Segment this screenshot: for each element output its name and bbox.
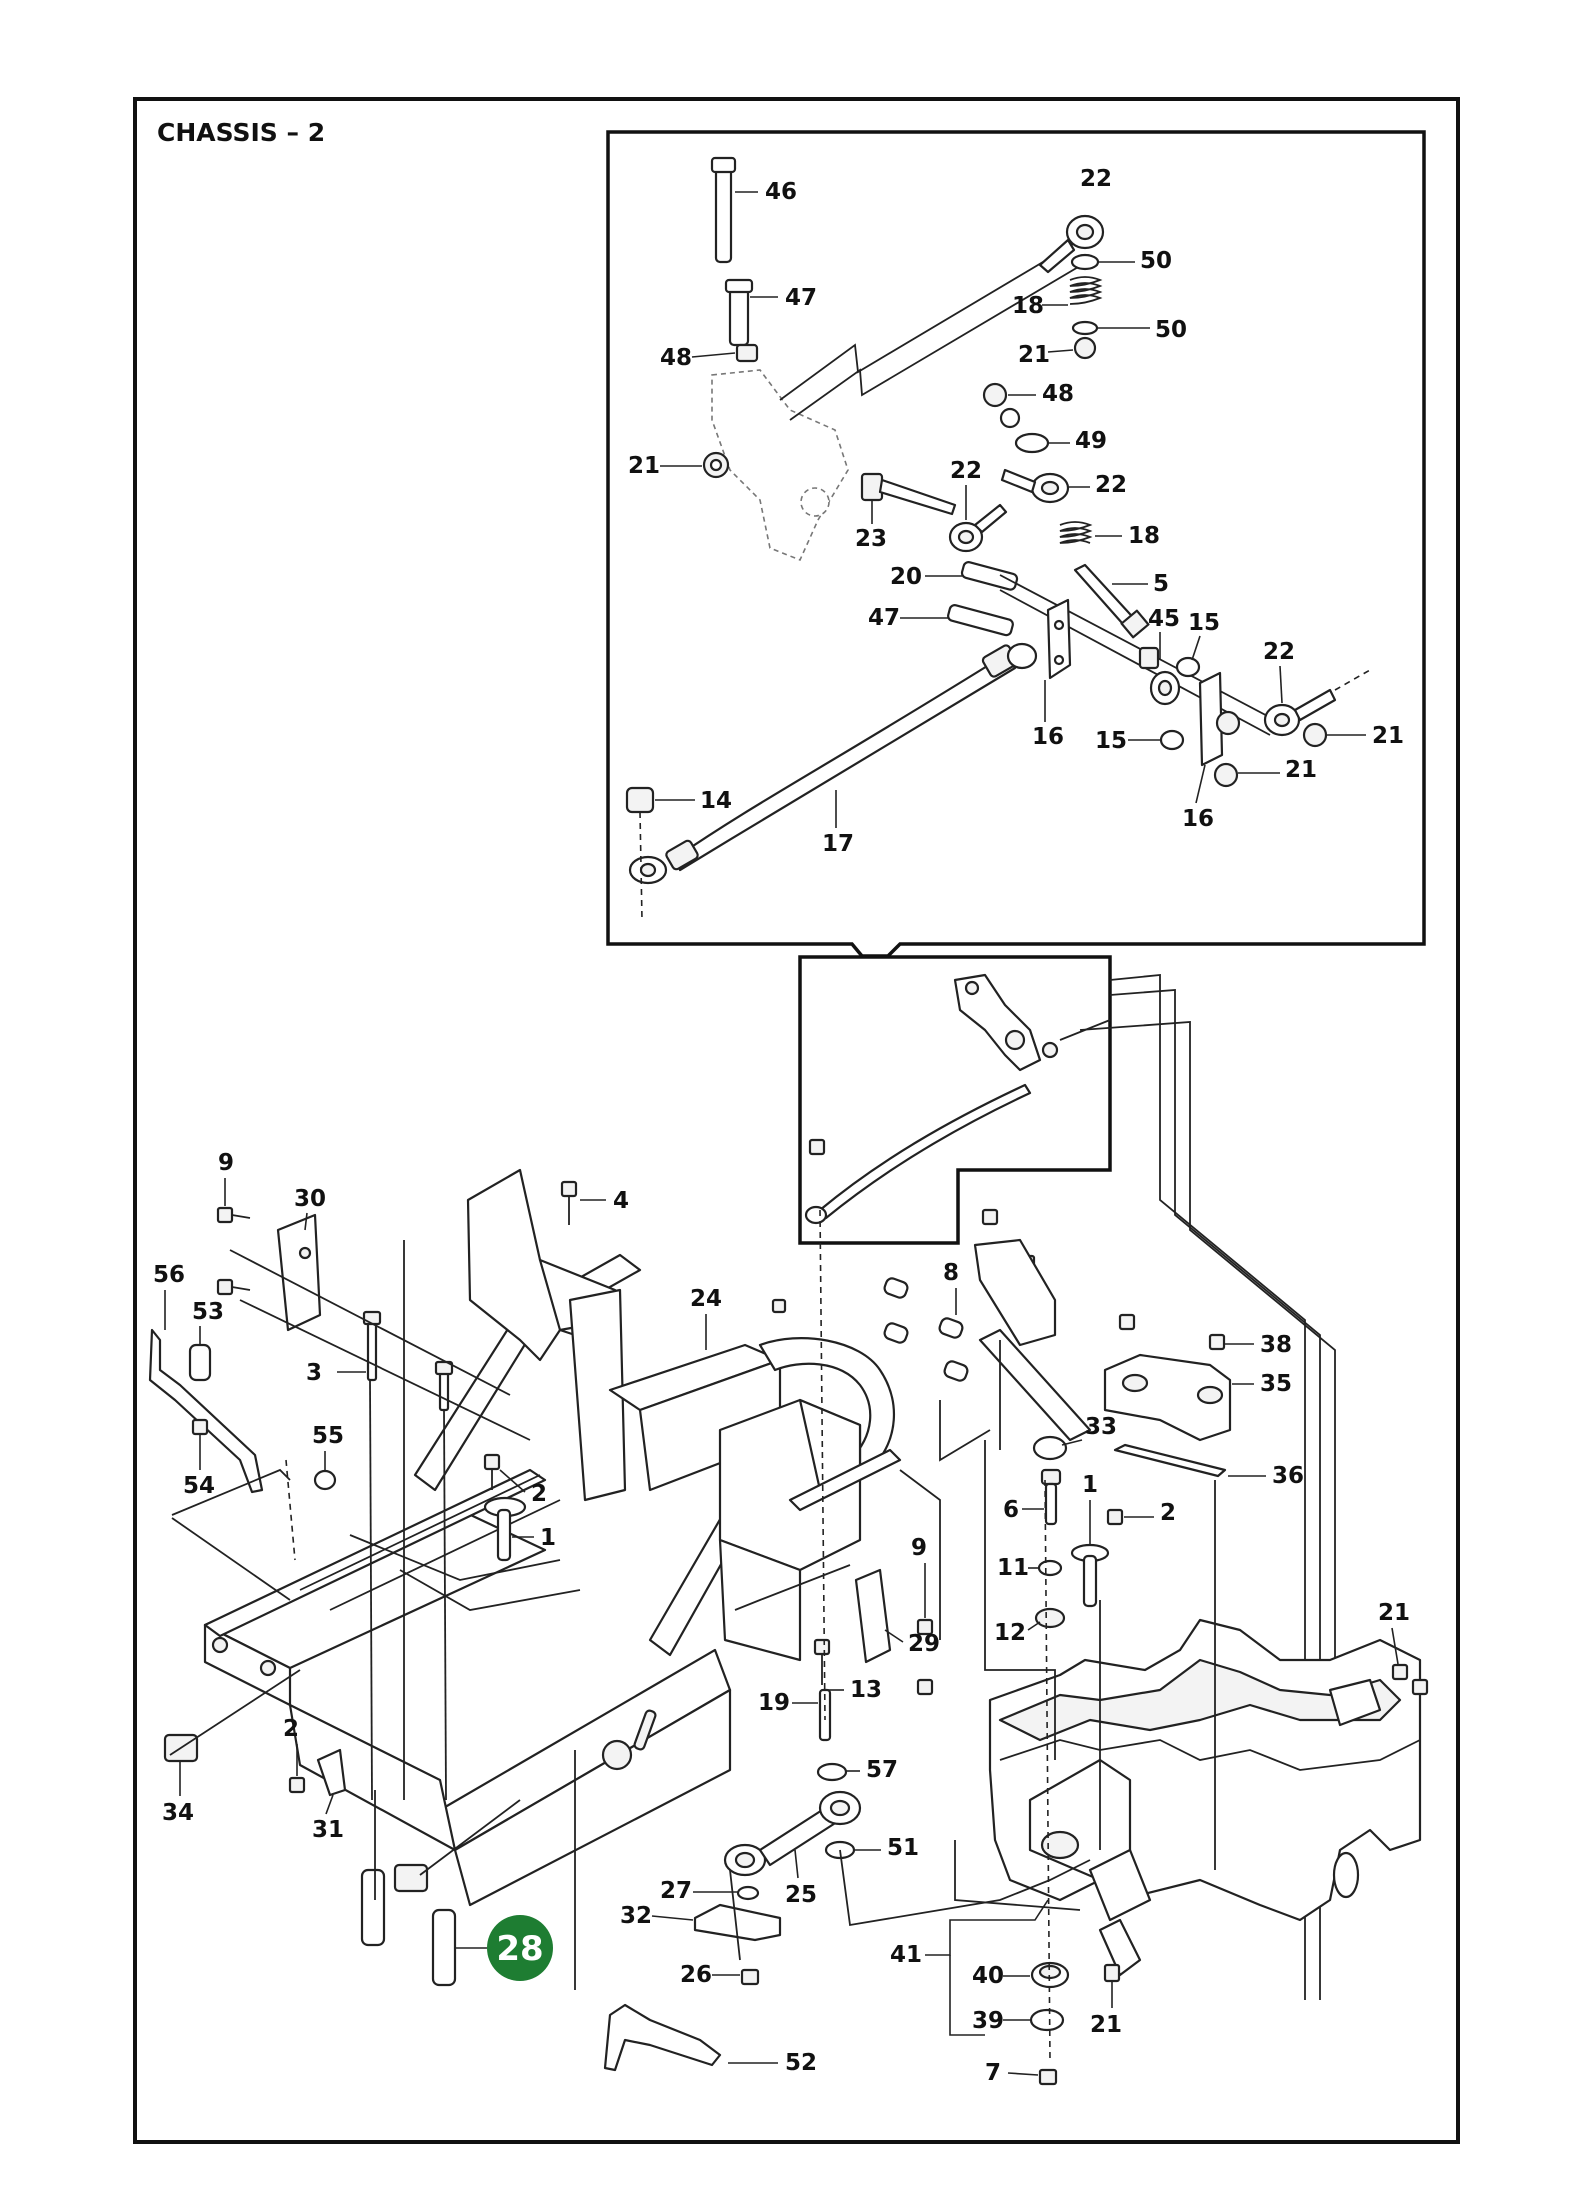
part-label: 51	[887, 1835, 919, 1861]
part-label: 25	[785, 1882, 817, 1908]
part-label: 21	[1018, 342, 1050, 368]
part-label: 56	[153, 1262, 185, 1288]
part-label: 50	[1155, 317, 1187, 343]
part-label: 40	[972, 1963, 1004, 1989]
part-label: 47	[868, 605, 900, 631]
part-label: 9	[911, 1535, 927, 1561]
part-label: 22	[1080, 166, 1112, 192]
part-label: 16	[1032, 724, 1064, 750]
part-label: 46	[765, 179, 797, 205]
callout-circle	[487, 1915, 553, 1981]
part-label: 30	[294, 1186, 326, 1212]
part-label: 34	[162, 1800, 194, 1826]
part-label: 8	[943, 1260, 959, 1286]
part-label: 6	[1003, 1497, 1019, 1523]
part-label: 3	[306, 1360, 322, 1386]
leader-lines	[169, 1209, 1216, 2061]
part-label: 21	[1090, 2012, 1122, 2038]
part-label: 32	[620, 1903, 652, 1929]
small-parts	[148, 1180, 1429, 2086]
detail-drawing	[625, 156, 1371, 921]
part-label: 22	[1095, 472, 1127, 498]
part-label: 19	[758, 1690, 790, 1716]
part-label: 2	[531, 1481, 547, 1507]
part-label: 31	[312, 1817, 344, 1843]
part-label: 4	[613, 1188, 629, 1214]
part-label: 50	[1140, 248, 1172, 274]
part-label: 36	[1272, 1463, 1304, 1489]
part-label: 22	[1263, 639, 1295, 665]
part-label: 41	[890, 1942, 922, 1968]
part-label: 11	[997, 1555, 1029, 1581]
part-label: 21	[1372, 723, 1404, 749]
part-label: 47	[785, 285, 817, 311]
part-label: 22	[950, 458, 982, 484]
part-label: 54	[183, 1473, 215, 1499]
part-label: 49	[1075, 428, 1107, 454]
part-label: 7	[985, 2060, 1001, 2086]
part-label: 18	[1012, 293, 1044, 319]
part-label: 35	[1260, 1371, 1292, 1397]
part-labels: 46 22 50 47 18 50 21 48 48 49 21 22 22 2…	[153, 166, 1410, 2086]
part-label: 1	[1082, 1472, 1098, 1498]
part-label: 14	[700, 788, 732, 814]
part-label: 48	[1042, 381, 1074, 407]
part-label: 12	[994, 1620, 1026, 1646]
part-label: 18	[1128, 523, 1160, 549]
diagram-border	[133, 97, 1460, 2144]
part-label: 53	[192, 1299, 224, 1325]
part-label: 23	[855, 526, 887, 552]
part-label: 38	[1260, 1332, 1292, 1358]
part-label: 48	[660, 345, 692, 371]
part-label: 2	[1160, 1500, 1176, 1526]
part-label: 57	[866, 1757, 898, 1783]
locator-drawing	[804, 973, 1111, 1225]
callout-badge: 28	[456, 1915, 553, 1981]
part-label: 2	[283, 1716, 299, 1742]
part-label: 33	[1085, 1414, 1117, 1440]
part-label: 9	[218, 1150, 234, 1176]
part-label: 45	[1148, 606, 1180, 632]
part-label: 21	[1378, 1600, 1410, 1626]
diagram-title: CHASSIS – 2	[157, 118, 325, 147]
part-label: 29	[908, 1631, 940, 1657]
part-label: 17	[822, 831, 854, 857]
part-label: 26	[680, 1962, 712, 1988]
part-label: 21	[1285, 757, 1317, 783]
part-label: 15	[1095, 728, 1127, 754]
part-label: 5	[1153, 571, 1169, 597]
part-label: 1	[540, 1525, 556, 1551]
part-label: 24	[690, 1286, 722, 1312]
part-label: 20	[890, 564, 922, 590]
part-label: 16	[1182, 806, 1214, 832]
part-label: 27	[660, 1878, 692, 1904]
part-label: 39	[972, 2008, 1004, 2034]
part-label: 13	[850, 1677, 882, 1703]
part-label: 21	[628, 453, 660, 479]
part-label: 52	[785, 2050, 817, 2076]
part-label: 55	[312, 1423, 344, 1449]
chassis-frame	[203, 1168, 902, 1907]
callout-label: 28	[496, 1929, 543, 1969]
part-label: 15	[1188, 610, 1220, 636]
